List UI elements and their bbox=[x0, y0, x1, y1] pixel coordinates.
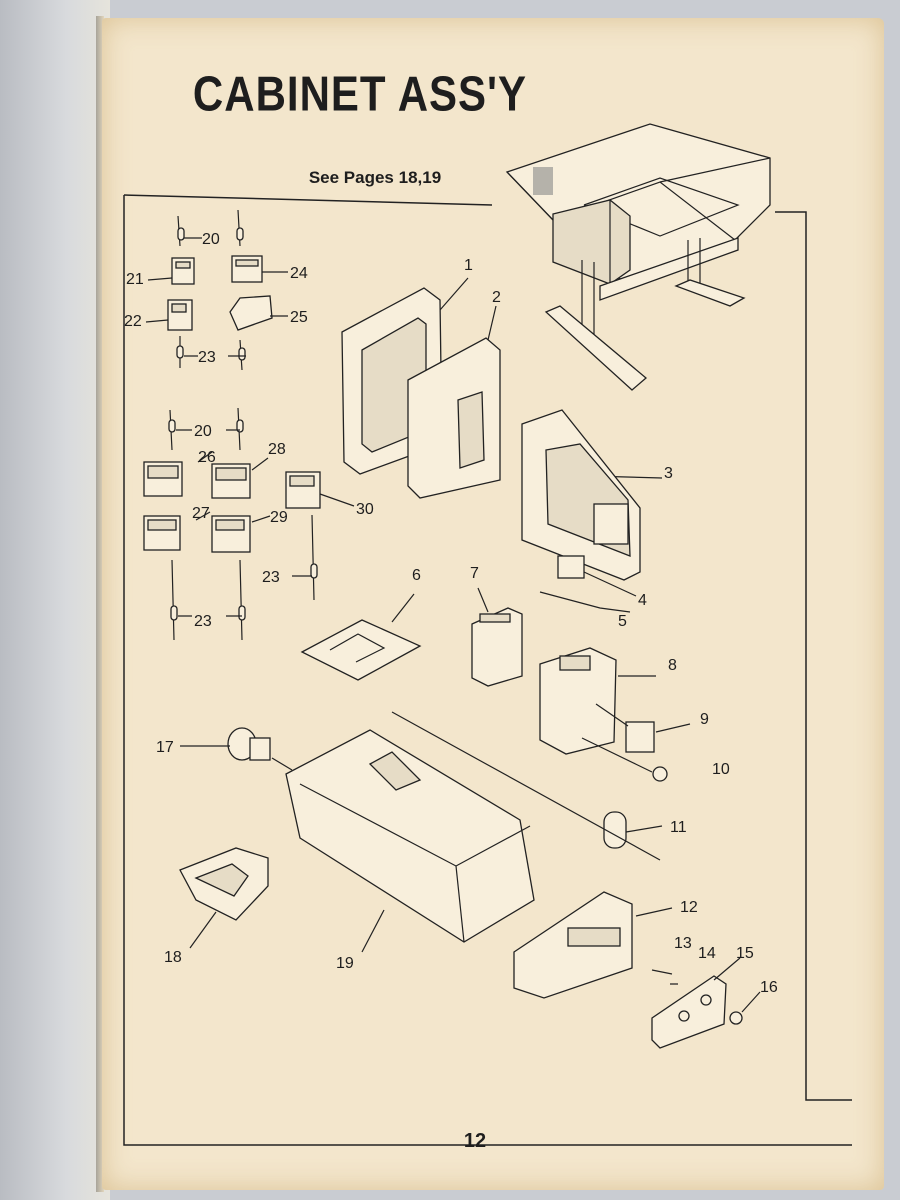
callout-24: 24 bbox=[290, 265, 308, 282]
box-part-7 bbox=[471, 587, 523, 687]
callout-1: 1 bbox=[464, 257, 473, 274]
callout-2: 2 bbox=[492, 289, 501, 306]
callout-26: 26 bbox=[198, 449, 216, 466]
page-reference: See Pages 18,19 bbox=[308, 168, 442, 187]
callout-22: 22 bbox=[124, 313, 142, 330]
callout-28: 28 bbox=[268, 441, 286, 458]
callout-25: 25 bbox=[290, 309, 308, 326]
callout-27: 27 bbox=[192, 505, 210, 522]
connector-group-middle bbox=[143, 407, 355, 641]
callout-5: 5 bbox=[618, 613, 627, 630]
callout-3: 3 bbox=[664, 465, 673, 482]
callout-16: 16 bbox=[760, 979, 778, 996]
cabinet-overview bbox=[505, 123, 771, 391]
callout-21: 21 bbox=[126, 271, 144, 288]
page-number: 12 bbox=[463, 1130, 487, 1152]
callout-12: 12 bbox=[680, 899, 698, 916]
coin-mechanism bbox=[521, 409, 641, 613]
callout-labels: 1 2 3 4 5 6 7 8 9 10 11 12 13 14 15 16 1… bbox=[124, 231, 778, 996]
box-part-8 bbox=[539, 647, 691, 782]
callout-13: 13 bbox=[674, 935, 692, 952]
callout-10: 10 bbox=[712, 761, 730, 778]
chute-part-18 bbox=[179, 847, 269, 949]
callout-30: 30 bbox=[356, 501, 374, 518]
callout-20-mid: 20 bbox=[194, 423, 212, 440]
door-part-12 bbox=[513, 891, 761, 1049]
cashbox-part-19 bbox=[285, 729, 535, 953]
callout-6: 6 bbox=[412, 567, 421, 584]
plate-part bbox=[300, 593, 422, 681]
callout-23-top: 23 bbox=[198, 349, 216, 366]
callout-29: 29 bbox=[270, 509, 288, 526]
callout-15: 15 bbox=[736, 945, 754, 962]
callout-18: 18 bbox=[164, 949, 182, 966]
callout-20-top: 20 bbox=[202, 231, 220, 248]
callout-9: 9 bbox=[700, 711, 709, 728]
bracket-part-11 bbox=[391, 711, 663, 861]
callout-14: 14 bbox=[698, 945, 716, 962]
page-edge bbox=[96, 16, 104, 1192]
callout-19: 19 bbox=[336, 955, 354, 972]
callout-11: 11 bbox=[670, 819, 687, 836]
diagram-frame bbox=[123, 194, 852, 1146]
connector-group-top bbox=[145, 209, 288, 371]
knob-part-17 bbox=[180, 727, 293, 771]
callout-23-mid: 23 bbox=[262, 569, 280, 586]
callout-8: 8 bbox=[668, 657, 677, 674]
callout-7: 7 bbox=[470, 565, 479, 582]
callout-4: 4 bbox=[638, 592, 647, 609]
background-left bbox=[0, 0, 110, 1200]
page-title: CABINET ASS'Y bbox=[192, 65, 528, 122]
callout-17: 17 bbox=[156, 739, 174, 756]
bezel-parts bbox=[341, 277, 663, 499]
callout-23-bottom: 23 bbox=[194, 613, 212, 630]
